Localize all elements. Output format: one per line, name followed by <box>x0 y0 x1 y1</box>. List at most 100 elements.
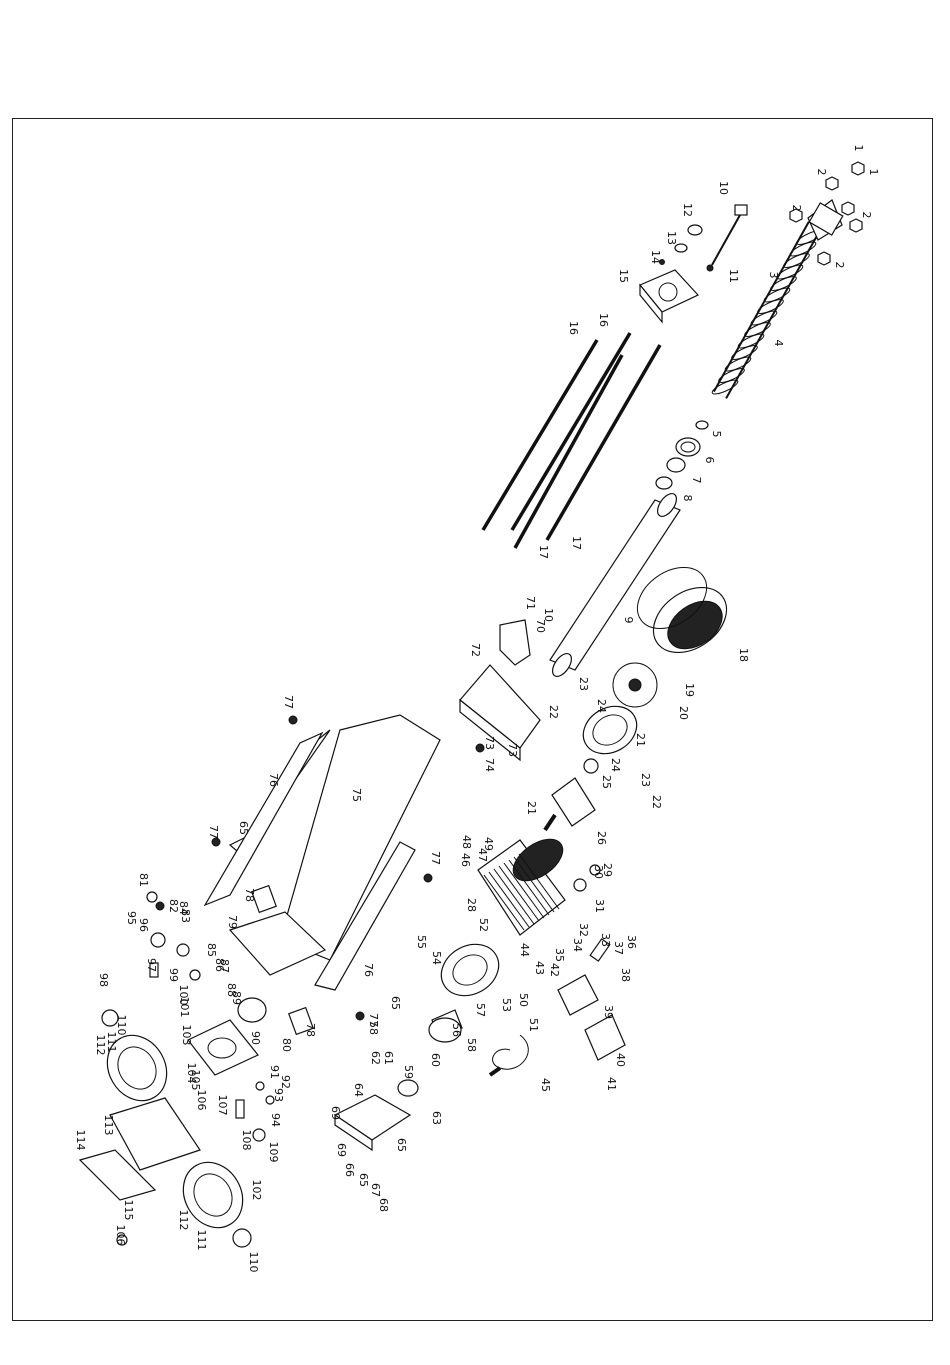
callout-label: 26 <box>595 831 608 845</box>
callout-label: 24 <box>609 758 622 772</box>
callout-label: 115 <box>122 1200 135 1221</box>
callout-label: 11 <box>727 269 740 283</box>
callout-label: 110 <box>115 1015 128 1036</box>
callout-label: 13 <box>665 231 678 245</box>
callout-label: 52 <box>477 918 490 932</box>
callout-label: 58 <box>465 1038 478 1052</box>
callout-label: 10 <box>717 181 730 195</box>
callout-labels: 1122223456789101011121314151616171718192… <box>74 145 880 1273</box>
wheel-bracket <box>78 1097 201 1201</box>
callout-label: 65 <box>237 821 250 835</box>
callout-label: 57 <box>474 1003 487 1017</box>
callout-label: 39 <box>602 1005 615 1019</box>
callout-label: 37 <box>612 941 625 955</box>
rotor <box>543 777 596 832</box>
callout-label: 105 <box>189 1070 202 1091</box>
callout-label: 1 <box>867 169 880 176</box>
callout-label: 75 <box>350 788 363 802</box>
end-block <box>639 204 748 324</box>
callout-label: 68 <box>377 1198 390 1212</box>
callout-label: 61 <box>382 1051 395 1065</box>
callout-label: 101 <box>178 997 191 1018</box>
callout-label: 65 <box>357 1173 370 1187</box>
tube <box>549 493 681 677</box>
callout-label: 99 <box>167 968 180 982</box>
callout-label: 85 <box>205 943 218 957</box>
callout-label: 72 <box>469 643 482 657</box>
callout-label: 42 <box>548 963 561 977</box>
callout-label: 95 <box>125 911 138 925</box>
callout-label: 36 <box>625 935 638 949</box>
callout-label: 89 <box>230 991 243 1005</box>
callout-label: 51 <box>527 1018 540 1032</box>
callout-label: 2 <box>860 212 873 219</box>
callout-label: 6 <box>703 457 716 464</box>
callout-label: 108 <box>240 1130 253 1151</box>
callout-label: 112 <box>94 1035 107 1056</box>
callout-label: 60 <box>429 1053 442 1067</box>
main-housing <box>203 714 441 991</box>
callout-label: 53 <box>500 998 513 1012</box>
callout-label: 5 <box>710 431 723 438</box>
callout-label: 73 <box>483 736 496 750</box>
callout-label: 35 <box>553 948 566 962</box>
callout-label: 22 <box>547 705 560 719</box>
callout-label: 17 <box>570 536 583 550</box>
callout-label: 69 <box>329 1106 342 1120</box>
callout-label: 50 <box>517 993 530 1007</box>
callout-label: 1 <box>852 145 865 152</box>
callout-label: 78 <box>243 888 256 902</box>
callout-label: 83 <box>179 909 192 923</box>
callout-label: 78 <box>304 1023 317 1037</box>
callout-label: 81 <box>137 873 150 887</box>
callout-label: 2 <box>815 169 828 176</box>
callout-label: 56 <box>450 1023 463 1037</box>
callout-label: 70 <box>534 619 547 633</box>
filter-cover <box>636 567 728 654</box>
callout-label: 48 <box>460 835 473 849</box>
callout-label: 113 <box>102 1115 115 1136</box>
callout-label: 29 <box>601 863 614 877</box>
callout-label: 77 <box>282 695 295 709</box>
callout-label: 16 <box>567 321 580 335</box>
callout-label: 106 <box>195 1090 208 1111</box>
callout-label: 102 <box>250 1180 263 1201</box>
callout-label: 65 <box>389 996 402 1010</box>
callout-label: 90 <box>249 1031 262 1045</box>
callout-label: 93 <box>272 1088 285 1102</box>
callout-label: 77 <box>207 825 220 839</box>
callout-label: 65 <box>395 1138 408 1152</box>
callout-label: 82 <box>167 899 180 913</box>
callout-label: 92 <box>279 1075 292 1089</box>
callout-label: 86 <box>213 958 226 972</box>
callout-label: 104 <box>185 1063 198 1084</box>
callout-label: 31 <box>593 899 606 913</box>
callout-label: 63 <box>430 1111 443 1125</box>
tie-rods <box>481 332 662 549</box>
callout-label: 8 <box>681 495 694 502</box>
callout-label: 2 <box>790 205 803 212</box>
pump-block <box>333 1017 462 1152</box>
callout-label: 3 <box>767 272 780 279</box>
callout-label: 19 <box>683 683 696 697</box>
callout-label: 100 <box>177 985 190 1006</box>
callout-label: 96 <box>137 918 150 932</box>
motor-cover <box>459 619 541 762</box>
callout-label: 88 <box>225 983 238 997</box>
auger-screw <box>711 199 844 399</box>
callout-label: 47 <box>476 848 489 862</box>
callout-label: 97 <box>145 958 158 972</box>
callout-label: 45 <box>539 1078 552 1092</box>
callout-label: 14 <box>649 250 662 264</box>
small-hardware <box>146 715 485 1142</box>
callout-label: 69 <box>335 1143 348 1157</box>
callout-label: 106 <box>114 1225 127 1246</box>
callout-label: 9 <box>622 617 635 624</box>
callout-label: 64 <box>352 1083 365 1097</box>
callout-label: 41 <box>605 1077 618 1091</box>
gearbox <box>187 997 267 1076</box>
callout-label: 73 <box>506 743 519 757</box>
callout-label: 25 <box>600 775 613 789</box>
callout-label: 33 <box>599 933 612 947</box>
callout-label: 46 <box>459 853 472 867</box>
